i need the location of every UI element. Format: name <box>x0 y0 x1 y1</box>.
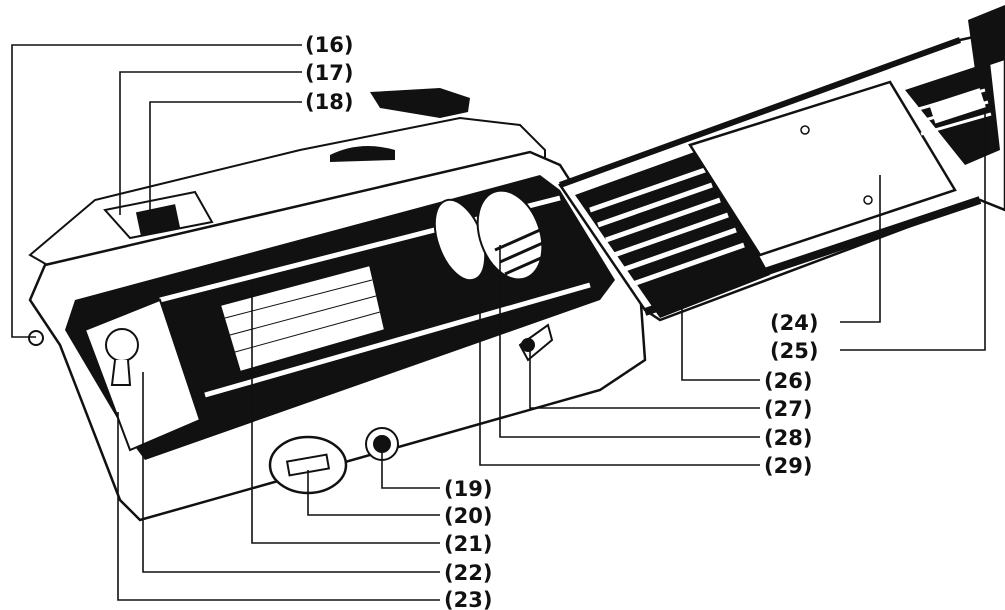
label-21: (21) <box>444 532 492 556</box>
label-23: (23) <box>444 588 492 610</box>
viewfinder-eyepiece <box>135 204 181 236</box>
strap-lug <box>28 330 44 346</box>
callout-labels: (16) (17) (18) (19) (20) (21) (22) (23) … <box>305 33 818 610</box>
label-29: (29) <box>764 454 812 478</box>
pressure-plate <box>688 80 957 257</box>
back-door <box>558 5 1005 322</box>
label-20: (20) <box>444 504 492 528</box>
label-25: (25) <box>770 339 818 363</box>
camera-illustration <box>28 88 647 522</box>
shutter-dial <box>330 146 395 162</box>
label-26: (26) <box>764 369 812 393</box>
label-19: (19) <box>444 477 492 501</box>
door-hinge <box>968 5 1005 70</box>
label-16: (16) <box>305 33 353 57</box>
label-28: (28) <box>764 426 812 450</box>
label-17: (17) <box>305 61 353 85</box>
rewind-fork <box>105 328 139 362</box>
leader-lines <box>11 44 986 601</box>
label-18: (18) <box>305 90 353 114</box>
label-27: (27) <box>764 397 812 421</box>
film-rail-lower <box>204 282 591 398</box>
label-24: (24) <box>770 311 818 335</box>
advance-lever <box>370 88 470 118</box>
label-22: (22) <box>444 561 492 585</box>
take-up-spool <box>476 189 544 281</box>
